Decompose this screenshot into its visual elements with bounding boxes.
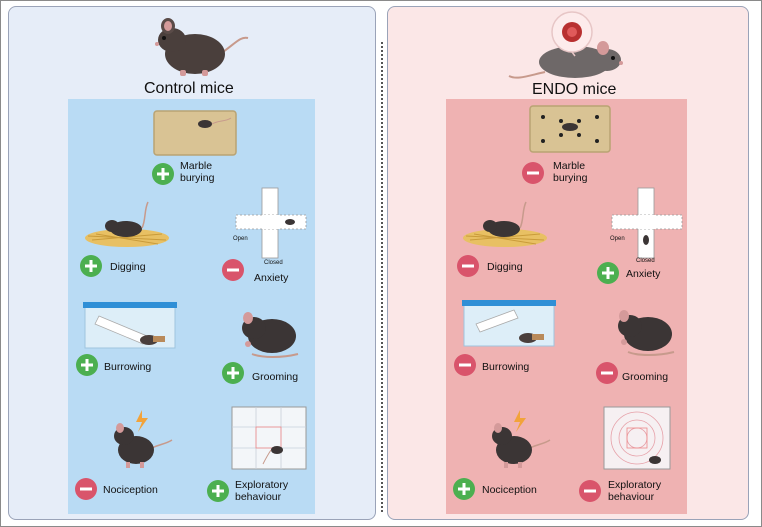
endo-exploratory-badge (579, 480, 601, 502)
plus-icon (222, 362, 244, 384)
grooming-mouse-icon (608, 308, 678, 358)
endo-grooming-label: Grooming (622, 371, 668, 383)
plus-icon (597, 262, 619, 284)
burrow-tube-icon (462, 300, 556, 348)
control-exploratory-label: Exploratory behaviour (235, 479, 288, 503)
control-marble-label-line2: burying (180, 172, 214, 184)
endo-anxiety-badge (597, 262, 619, 284)
endo-exploratory-label-line2: behaviour (608, 491, 654, 503)
control-marble-label-line1: Marble (180, 160, 212, 172)
control-maze-open-label: Open (233, 233, 248, 245)
pain-mouse-icon (486, 410, 552, 470)
endo-title: ENDO mice (532, 81, 616, 99)
control-exploratory-label-line2: behaviour (235, 491, 281, 503)
control-exploratory-badge (207, 480, 229, 502)
control-grooming-badge (222, 362, 244, 384)
control-burrowing-label: Burrowing (104, 361, 151, 373)
burrow-tube-icon (83, 302, 177, 350)
plus-icon (152, 163, 174, 185)
endo-burrowing-badge (454, 354, 476, 376)
marble-tray-icon (529, 105, 611, 153)
control-digging-label: Digging (110, 261, 146, 273)
endo-maze-closed-label: Closed (636, 255, 655, 267)
nest-mouse-icon (460, 200, 550, 250)
open-field-icon (603, 406, 671, 470)
control-anxiety-label: Anxiety (254, 272, 288, 284)
minus-icon (454, 354, 476, 376)
endo-digging-label: Digging (487, 261, 523, 273)
endo-nociception-label: Nociception (482, 484, 537, 496)
endo-mouse-icon (505, 10, 645, 82)
control-burrowing-badge (76, 354, 98, 376)
endo-maze-open-label: Open (610, 233, 625, 245)
control-marble-label: Marble burying (180, 160, 214, 184)
endo-digging-badge (457, 255, 479, 277)
minus-icon (222, 259, 244, 281)
minus-icon (596, 362, 618, 384)
plus-icon (207, 480, 229, 502)
endo-burrowing-label: Burrowing (482, 361, 529, 373)
control-marble-badge (152, 163, 174, 185)
control-anxiety-badge (222, 259, 244, 281)
plus-maze-icon (612, 188, 682, 258)
control-title: Control mice (144, 80, 234, 98)
plus-maze-icon (236, 188, 306, 258)
control-digging-badge (80, 255, 102, 277)
plus-icon (80, 255, 102, 277)
control-grooming-label: Grooming (252, 371, 298, 383)
panel-divider (381, 42, 383, 512)
endo-marble-label-line2: burying (553, 172, 587, 184)
nest-mouse-icon (82, 200, 172, 250)
control-nociception-label: Nociception (103, 484, 158, 496)
endo-anxiety-label: Anxiety (626, 268, 660, 280)
endo-exploratory-label-line1: Exploratory (608, 479, 661, 491)
control-exploratory-label-line1: Exploratory (235, 479, 288, 491)
minus-icon (75, 478, 97, 500)
endo-grooming-badge (596, 362, 618, 384)
control-mouse-icon (150, 14, 250, 78)
minus-icon (522, 162, 544, 184)
endo-marble-label-line1: Marble (553, 160, 585, 172)
grooming-mouse-icon (232, 310, 302, 360)
control-nociception-badge (75, 478, 97, 500)
endo-exploratory-label: Exploratory behaviour (608, 479, 661, 503)
minus-icon (457, 255, 479, 277)
minus-icon (579, 480, 601, 502)
endo-nociception-badge (453, 478, 475, 500)
control-maze-closed-label: Closed (264, 257, 283, 269)
open-field-icon (231, 406, 307, 470)
plus-icon (453, 478, 475, 500)
marble-tray-icon (153, 110, 237, 156)
endo-marble-badge (522, 162, 544, 184)
pain-mouse-icon (108, 410, 174, 470)
plus-icon (76, 354, 98, 376)
endo-marble-label: Marble burying (553, 160, 587, 184)
